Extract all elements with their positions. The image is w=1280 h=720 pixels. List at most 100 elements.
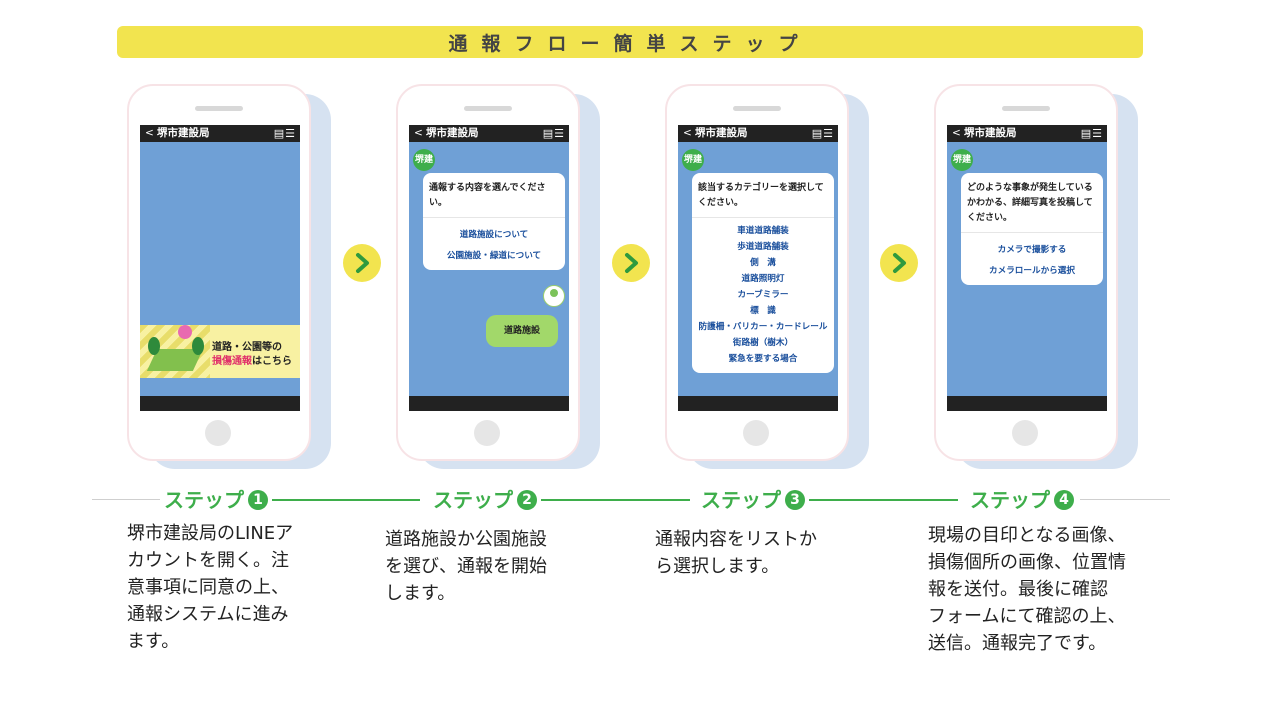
option-street-tree[interactable]: 街路樹（樹木） — [732, 338, 794, 348]
bot-avatar: 堺建 — [682, 149, 704, 171]
phone-bottom-bar — [678, 396, 838, 411]
step-label-text: ステップ — [433, 488, 513, 512]
desc-line: ら選択します。 — [655, 556, 780, 577]
desc-line: 現場の目印となる画像、 — [928, 525, 1126, 546]
back-icon[interactable]: < — [952, 127, 961, 139]
desc-line: 通報システムに進み — [127, 604, 289, 625]
desc-line: ます。 — [127, 631, 180, 652]
phone-speaker — [733, 106, 781, 111]
option-camera-roll[interactable]: カメラロールから選択 — [989, 266, 1075, 276]
desc-line: 損傷個所の画像、位置情 — [928, 552, 1126, 573]
back-icon[interactable]: < — [145, 127, 154, 139]
menu-icon[interactable]: ▤☰ — [1080, 127, 1103, 140]
step-number-badge: 2 — [517, 489, 537, 510]
line-header: < 堺市建設局 ▤☰ — [678, 125, 838, 142]
next-arrow-icon — [343, 244, 381, 282]
bot-message-bubble: 該当するカテゴリーを選択してください。 車道道路舗装 歩道道路舗装 側 溝 道路… — [692, 173, 834, 373]
option-road-facilities[interactable]: 道路施設について — [459, 230, 529, 240]
chat-title: 堺市建設局 — [964, 127, 1017, 139]
option-gutter[interactable]: 側 溝 — [750, 258, 776, 268]
bot-message-bubble: 通報する内容を選んでください。 道路施設について 公園施設・緑道について — [423, 173, 565, 270]
next-arrow-icon — [880, 244, 918, 282]
option-roadway-pavement[interactable]: 車道道路舗装 — [737, 226, 789, 236]
back-icon[interactable]: < — [414, 127, 423, 139]
phone-body: < 堺市建設局 ▤☰ 堺建 どのような事象が発生しているかわかる、詳細写真を投稿… — [934, 84, 1118, 461]
bot-avatar: 堺建 — [413, 149, 435, 171]
step-2-description: 道路施設か公園施設 を選び、通報を開始 します。 — [385, 526, 547, 607]
phone-step-2: < 堺市建設局 ▤☰ 堺建 通報する内容を選んでください。 道路施設について 公… — [396, 84, 606, 469]
option-take-photo[interactable]: カメラで撮影する — [997, 245, 1067, 255]
step-label-text: ステップ — [970, 488, 1050, 512]
menu-icon[interactable]: ▤☰ — [811, 127, 834, 140]
desc-line: フォームにて確認の上、 — [928, 606, 1126, 627]
timeline-end — [1080, 499, 1170, 500]
banner-highlight: 損傷通報 — [212, 356, 252, 367]
report-banner[interactable]: 道路・公園等の 損傷通報はこちら — [140, 325, 300, 378]
desc-line: します。 — [385, 583, 456, 604]
option-park-facilities[interactable]: 公園施設・緑道について — [446, 251, 542, 261]
phone-screen: < 堺市建設局 ▤☰ 堺建 どのような事象が発生しているかわかる、詳細写真を投稿… — [947, 125, 1107, 411]
phone-speaker — [464, 106, 512, 111]
phone-screen: < 堺市建設局 ▤☰ 道路・公園等の 損傷通報はこちら — [140, 125, 300, 411]
step-1-description: 堺市建設局のLINEア カウントを開く。注 意事項に同意の上、 通報システムに進… — [127, 520, 293, 655]
menu-icon[interactable]: ▤☰ — [273, 127, 296, 140]
bot-message: 通報する内容を選んでください。 — [423, 173, 565, 218]
option-street-light[interactable]: 道路照明灯 — [741, 274, 785, 284]
tree-icon — [148, 337, 160, 355]
phone-screen: < 堺市建設局 ▤☰ 堺建 該当するカテゴリーを選択してください。 車道道路舗装… — [678, 125, 838, 411]
phone-step-4: < 堺市建設局 ▤☰ 堺建 どのような事象が発生しているかわかる、詳細写真を投稿… — [934, 84, 1144, 469]
step-label-text: ステップ — [701, 488, 781, 512]
step-number-badge: 4 — [1054, 489, 1074, 510]
banner-line-2: 損傷通報はこちら — [212, 352, 292, 367]
banner-line-1: 道路・公園等の — [212, 342, 282, 353]
home-button — [474, 420, 500, 446]
option-curve-mirror[interactable]: カーブミラー — [737, 290, 789, 300]
option-emergency[interactable]: 緊急を要する場合 — [728, 354, 798, 364]
chat-title: 堺市建設局 — [426, 127, 479, 139]
phone-bottom-bar — [140, 396, 300, 411]
phone-step-1: < 堺市建設局 ▤☰ 道路・公園等の 損傷通報はこちら — [127, 84, 337, 469]
next-arrow-icon — [612, 244, 650, 282]
menu-icon[interactable]: ▤☰ — [542, 127, 565, 140]
desc-line: 堺市建設局のLINEア — [127, 523, 294, 544]
phone-body: < 堺市建設局 ▤☰ 堺建 該当するカテゴリーを選択してください。 車道道路舗装… — [665, 84, 849, 461]
step-number-badge: 3 — [785, 489, 805, 510]
option-sidewalk-pavement[interactable]: 歩道道路舗装 — [737, 242, 789, 252]
user-reply-bubble: 道路施設 — [486, 315, 558, 347]
page-title: 通報フロー簡単ステップ — [448, 32, 812, 55]
phone-bottom-bar — [409, 396, 569, 411]
flower-icon — [178, 325, 192, 339]
step-number-badge: 1 — [248, 489, 268, 510]
home-button — [743, 420, 769, 446]
bot-message: 該当するカテゴリーを選択してください。 — [692, 173, 834, 218]
line-header: < 堺市建設局 ▤☰ — [140, 125, 300, 142]
desc-line: 通報内容をリストか — [655, 529, 817, 550]
phone-bottom-bar — [947, 396, 1107, 411]
bot-message-bubble: どのような事象が発生しているかわかる、詳細写真を投稿してください。 カメラで撮影… — [961, 173, 1103, 285]
option-list: 道路施設について 公園施設・緑道について — [423, 218, 565, 270]
desc-line: 意事項に同意の上、 — [127, 577, 289, 598]
back-icon[interactable]: < — [683, 127, 692, 139]
desc-line: 道路施設か公園施設 — [385, 529, 547, 550]
chat-title: 堺市建設局 — [157, 127, 210, 139]
photo-options: カメラで撮影する カメラロールから選択 — [961, 233, 1103, 285]
line-header: < 堺市建設局 ▤☰ — [409, 125, 569, 142]
bot-message: どのような事象が発生しているかわかる、詳細写真を投稿してください。 — [961, 173, 1103, 233]
step-label-text: ステップ — [164, 488, 244, 512]
phone-body: < 堺市建設局 ▤☰ 堺建 通報する内容を選んでください。 道路施設について 公… — [396, 84, 580, 461]
option-guardrail[interactable]: 防護柵・バリカー・カードレール — [698, 322, 828, 332]
user-avatar — [543, 285, 565, 307]
timeline-start — [92, 499, 160, 500]
step-4-description: 現場の目印となる画像、 損傷個所の画像、位置情 報を送付。最後に確認 フォームに… — [928, 522, 1126, 657]
bot-avatar: 堺建 — [951, 149, 973, 171]
timeline-connector — [540, 499, 690, 501]
timeline-connector — [270, 499, 420, 501]
desc-line: 送信。通報完了です。 — [928, 633, 1107, 654]
tree-icon — [192, 337, 204, 355]
option-sign[interactable]: 標 識 — [750, 306, 776, 316]
title-banner: 通報フロー簡単ステップ — [117, 26, 1143, 58]
